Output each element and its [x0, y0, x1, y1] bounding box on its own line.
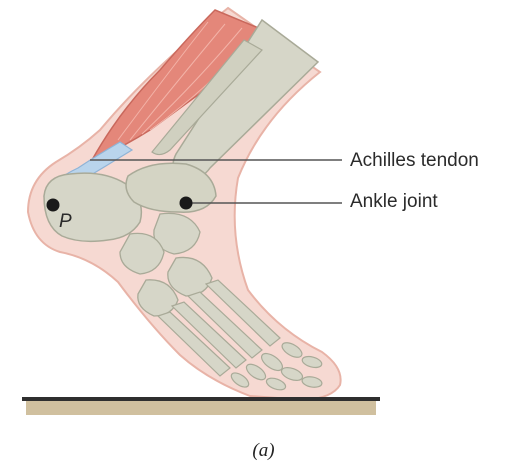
- ground-surface: [22, 397, 380, 401]
- ankle-joint-label: Ankle joint: [350, 191, 438, 213]
- point-p-label: P: [59, 211, 72, 233]
- ground-shadow: [26, 401, 376, 415]
- figure-caption: (a): [0, 440, 527, 462]
- ankle-joint-dot: [180, 197, 193, 210]
- achilles-tendon-label: Achilles tendon: [350, 150, 479, 172]
- point-p-dot: [47, 199, 60, 212]
